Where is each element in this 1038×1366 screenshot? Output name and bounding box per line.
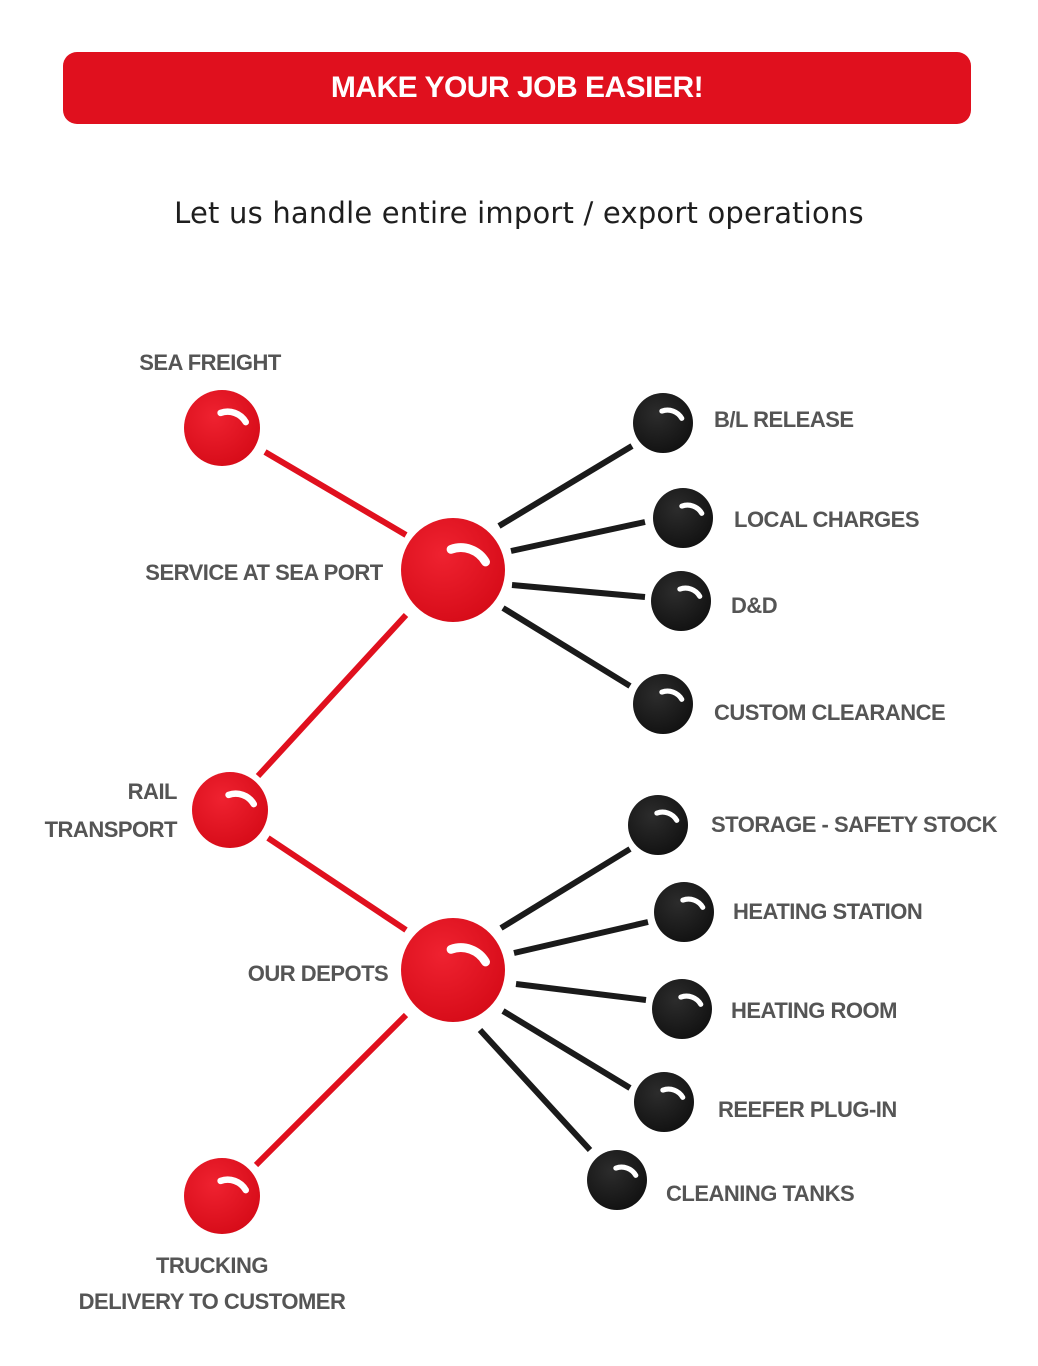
node-highlight <box>217 1176 250 1194</box>
service-at-sea-port-label: SERVICE AT SEA PORT <box>145 560 383 585</box>
node-highlight <box>660 1086 686 1100</box>
node-highlight <box>679 502 705 516</box>
node-highlight <box>659 407 685 421</box>
node-highlight <box>613 1164 639 1178</box>
header-title: MAKE YOUR JOB EASIER! <box>330 71 704 104</box>
sea-port-service-node <box>653 488 713 548</box>
sea-port-service-node <box>651 571 711 631</box>
sea-port-service-edge <box>497 443 634 529</box>
main-chain-edge <box>255 612 409 779</box>
sea-port-service-label: LOCAL CHARGES <box>734 507 919 532</box>
rail-transport-node <box>192 772 268 848</box>
sea-port-service-node <box>633 393 693 453</box>
depot-service-label: HEATING ROOM <box>731 998 897 1023</box>
depot-service-edge <box>501 1008 632 1091</box>
depot-service-edge <box>515 981 647 1003</box>
node-highlight <box>677 585 703 599</box>
node-highlight <box>225 790 258 808</box>
node-highlight <box>654 809 680 823</box>
header-subtitle: Let us handle entire import / export ope… <box>174 196 864 230</box>
node-highlight <box>217 408 250 426</box>
node-highlight <box>680 896 706 910</box>
trucking-delivery-node <box>184 1158 260 1234</box>
depot-service-node <box>628 795 688 855</box>
depot-service-node <box>587 1150 647 1210</box>
depot-service-label: REEFER PLUG-IN <box>718 1097 897 1122</box>
our-depots-node <box>401 918 505 1022</box>
depot-service-label: CLEANING TANKS <box>666 1181 854 1206</box>
sea-port-service-edge <box>511 582 646 600</box>
depot-service-label: HEATING STATION <box>733 899 922 924</box>
trucking-delivery-label: TRUCKING <box>156 1253 268 1278</box>
trucking-delivery-label: DELIVERY TO CUSTOMER <box>79 1289 346 1314</box>
depot-service-node <box>654 882 714 942</box>
diagram-edges <box>253 443 649 1168</box>
rail-transport-label: TRANSPORT <box>45 817 178 842</box>
node-highlight <box>678 993 704 1007</box>
diagram-labels: SEA FREIGHT SERVICE AT SEA PORT RAIL TRANSP… <box>45 350 999 1314</box>
main-chain-edge <box>263 449 408 538</box>
depot-service-edge <box>499 846 632 931</box>
sea-port-service-edge <box>510 519 646 554</box>
depot-service-edge <box>513 919 649 956</box>
depot-service-edge <box>477 1027 593 1153</box>
sea-port-service-edge <box>501 605 632 689</box>
sea-freight-label: SEA FREIGHT <box>139 350 282 375</box>
depot-service-label: STORAGE - SAFETY STOCK <box>711 812 998 837</box>
sea-freight-node <box>184 390 260 466</box>
rail-transport-label: RAIL <box>128 779 177 804</box>
header-banner: MAKE YOUR JOB EASIER! <box>63 52 971 124</box>
node-highlight <box>659 688 685 702</box>
main-chain-edge <box>253 1012 409 1168</box>
depot-service-node <box>652 979 712 1039</box>
node-highlight <box>446 943 490 967</box>
our-depots-label: OUR DEPOTS <box>248 961 388 986</box>
sea-port-service-label: B/L RELEASE <box>714 407 854 432</box>
service-at-sea-port-node <box>401 518 505 622</box>
sea-port-service-node <box>633 674 693 734</box>
depot-service-node <box>634 1072 694 1132</box>
diagram-nodes <box>184 390 714 1234</box>
sea-port-service-label: CUSTOM CLEARANCE <box>714 700 945 725</box>
node-highlight <box>446 543 490 567</box>
main-chain-edge <box>266 835 408 933</box>
sea-port-service-label: D&D <box>731 593 777 618</box>
